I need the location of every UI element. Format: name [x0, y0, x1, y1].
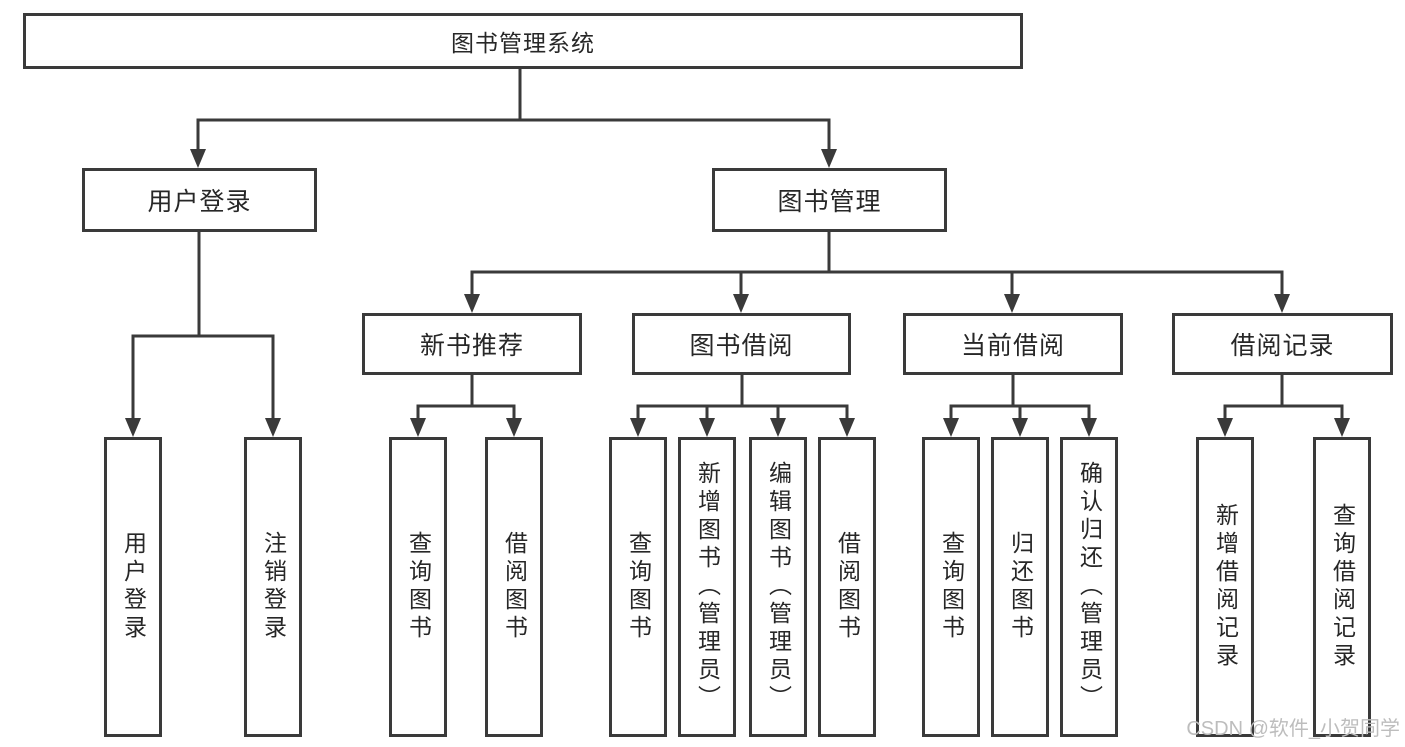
node-user-login-label: 用户登录 — [147, 188, 252, 216]
leaf-edit-books-admin-label: 编辑图书（管理员） — [765, 461, 792, 713]
leaf-logout-label: 注销登录 — [260, 531, 287, 643]
leaf-query-books-2-label: 查询图书 — [625, 531, 652, 643]
leaf-borrow-books-1: 借阅图书 — [485, 437, 543, 737]
leaf-query-books-1-label: 查询图书 — [405, 531, 432, 643]
node-book-borrowing-label: 图书借阅 — [689, 332, 794, 360]
leaf-return-books: 归还图书 — [991, 437, 1049, 737]
leaf-borrow-books-2: 借阅图书 — [818, 437, 876, 737]
leaf-add-borrow-record: 新增借阅记录 — [1196, 437, 1254, 737]
node-root-label: 图书管理系统 — [451, 30, 595, 56]
leaf-add-borrow-record-label: 新增借阅记录 — [1212, 503, 1239, 671]
leaf-edit-books-admin: 编辑图书（管理员） — [749, 437, 807, 737]
leaf-confirm-return-admin-label: 确认归还（管理员） — [1076, 461, 1103, 713]
node-book-management-label: 图书管理 — [777, 188, 882, 216]
node-new-book-recommend: 新书推荐 — [362, 313, 582, 375]
leaf-borrow-books-1-label: 借阅图书 — [501, 531, 528, 643]
leaf-user-login: 用户登录 — [104, 437, 162, 737]
node-borrowing-records: 借阅记录 — [1172, 313, 1393, 375]
csdn-watermark: CSDN @软件_小贺同学 — [1186, 718, 1400, 740]
leaf-borrow-books-2-label: 借阅图书 — [834, 531, 861, 643]
node-book-borrowing: 图书借阅 — [632, 313, 851, 375]
leaf-query-borrow-record-label: 查询借阅记录 — [1329, 503, 1356, 671]
leaf-add-books-admin-label: 新增图书（管理员） — [694, 461, 721, 713]
leaf-return-books-label: 归还图书 — [1007, 531, 1034, 643]
leaf-logout: 注销登录 — [244, 437, 302, 737]
node-root: 图书管理系统 — [23, 13, 1023, 69]
leaf-confirm-return-admin: 确认归还（管理员） — [1060, 437, 1118, 737]
node-user-login: 用户登录 — [82, 168, 317, 232]
leaf-query-books-2: 查询图书 — [609, 437, 667, 737]
leaf-query-books-3: 查询图书 — [922, 437, 980, 737]
leaf-query-books-3-label: 查询图书 — [938, 531, 965, 643]
leaf-user-login-label: 用户登录 — [120, 531, 147, 643]
node-current-borrowing: 当前借阅 — [903, 313, 1123, 375]
leaf-query-books-1: 查询图书 — [389, 437, 447, 737]
node-new-book-recommend-label: 新书推荐 — [419, 332, 524, 360]
node-borrowing-records-label: 借阅记录 — [1230, 332, 1335, 360]
leaf-query-borrow-record: 查询借阅记录 — [1313, 437, 1371, 737]
node-book-management: 图书管理 — [712, 168, 947, 232]
node-current-borrowing-label: 当前借阅 — [960, 332, 1065, 360]
leaf-add-books-admin: 新增图书（管理员） — [678, 437, 736, 737]
